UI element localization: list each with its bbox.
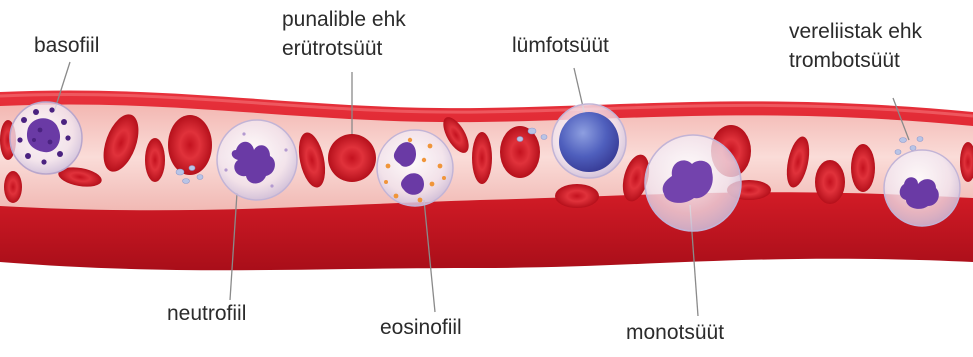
platelet-icon — [528, 128, 536, 134]
platelet-icon — [189, 166, 195, 171]
red-blood-cell-icon — [145, 138, 165, 182]
monocyte-cell-icon — [645, 135, 741, 231]
platelet-icon — [197, 175, 203, 180]
red-blood-cell-icon — [851, 144, 875, 192]
label-erythrocyte-line2: erütrotsüüt — [282, 36, 382, 62]
label-monocyte: monotsüüt — [626, 320, 724, 346]
red-blood-cell-icon — [328, 134, 376, 182]
platelet-icon — [176, 169, 184, 175]
label-eosinophil: eosinofiil — [380, 315, 462, 341]
label-erythrocyte-line1: punalible ehk — [282, 7, 406, 33]
red-blood-cell-icon — [472, 132, 492, 184]
red-blood-cell-icon — [4, 171, 22, 203]
platelet-icon — [917, 137, 923, 142]
lymphocyte-cell-icon — [552, 104, 626, 178]
red-blood-cell-icon — [815, 160, 845, 204]
platelet-icon — [183, 179, 190, 184]
basophil-cell-icon — [10, 102, 82, 174]
label-lymphocyte: lümfotsüüt — [512, 33, 609, 59]
red-blood-cell-icon — [555, 184, 599, 208]
platelet-icon — [900, 138, 907, 143]
neutrophil-cell-icon — [217, 120, 297, 200]
label-basophil: basofiil — [34, 33, 99, 59]
platelet-icon — [910, 146, 916, 151]
platelet-icon — [517, 137, 523, 142]
label-thrombocyte-line1: vereliistak ehk — [789, 19, 922, 45]
platelet-icon — [541, 135, 547, 140]
white-blood-cell-icon — [884, 150, 960, 226]
platelet-icon — [895, 150, 901, 155]
eosinophil-cell-icon — [377, 130, 453, 206]
label-thrombocyte-line2: trombotsüüt — [789, 48, 900, 74]
label-neutrophil: neutrofiil — [167, 301, 246, 327]
